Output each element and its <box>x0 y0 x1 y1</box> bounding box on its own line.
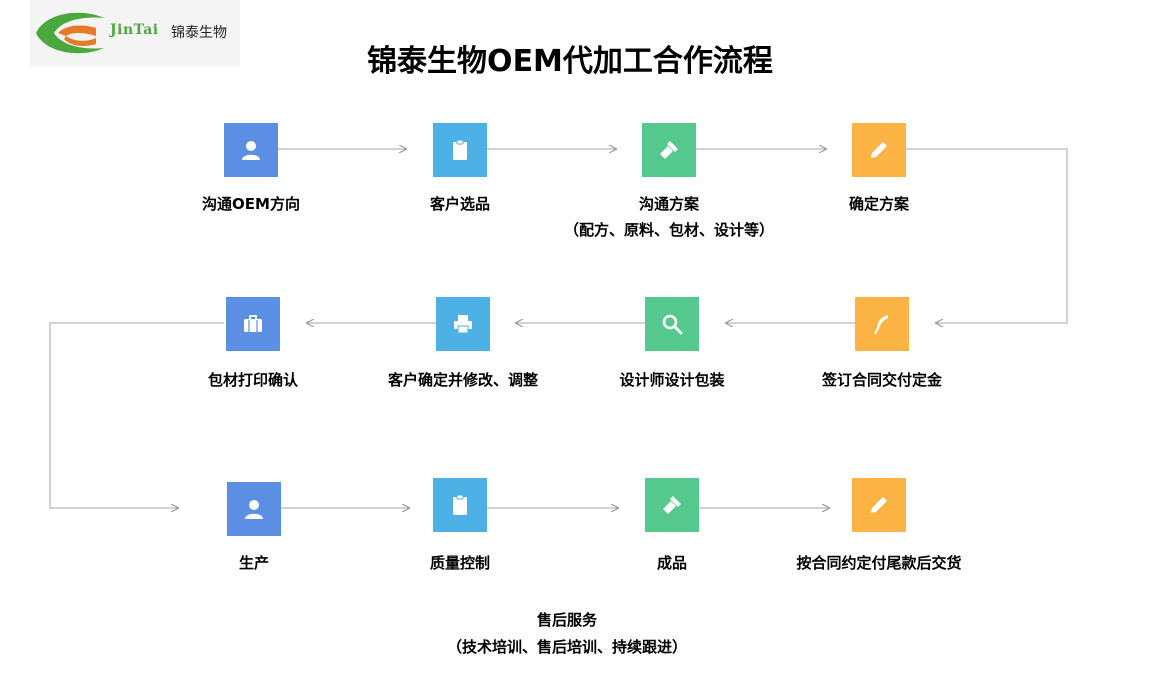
page-title: 锦泰生物OEM代加工合作流程 <box>367 44 773 79</box>
flashlight-icon <box>660 141 678 159</box>
step-plan-label: 沟通方案 （配方、原料、包材、设计等） <box>519 191 819 243</box>
pencil-icon <box>871 497 887 513</box>
step-packaging-print-label: 包材打印确认 <box>207 371 298 389</box>
step-quality-icon-box <box>433 478 487 532</box>
step-finished-icon-box <box>645 478 699 532</box>
step-production-label: 生产 <box>238 554 269 572</box>
step-select-product-label: 客户选品 <box>429 195 490 213</box>
flashlight-icon <box>663 496 681 514</box>
step-finished-label: 成品 <box>656 554 687 572</box>
step-sign-contract-icon-box <box>855 297 909 351</box>
step-confirm-plan-icon-box <box>852 123 906 177</box>
clipboard-icon <box>453 139 467 160</box>
arrow-turn-right <box>906 148 1068 323</box>
briefcase-icon <box>244 315 262 332</box>
step-packaging-print-icon-box <box>226 297 280 351</box>
printer-icon <box>454 315 472 334</box>
step-client-revise-label: 客户确定并修改、调整 <box>387 371 538 389</box>
logo-icon <box>36 12 104 54</box>
step-select-product-icon-box <box>433 123 487 177</box>
step-plan-subtitle: （配方、原料、包材、设计等） <box>563 221 774 239</box>
after-sales: 售后服务 （技术培训、售后培训、持续跟进） <box>367 607 767 661</box>
step-designer-icon-box <box>645 297 699 351</box>
step-designer-label: 设计师设计包装 <box>619 371 725 389</box>
step-quality-label: 质量控制 <box>429 554 490 572</box>
logo-text-en: JinTai <box>110 22 159 38</box>
step-delivery-label: 按合同约定付尾款后交货 <box>796 554 962 572</box>
search-icon <box>662 314 683 335</box>
step-production-icon-box <box>227 482 281 536</box>
arrow-turn-left <box>49 322 224 508</box>
step-plan-title: 沟通方案 <box>638 195 699 213</box>
logo: JinTai 锦泰生物 <box>30 0 240 66</box>
step-client-revise-icon-box <box>436 297 490 351</box>
step-sign-contract-label: 签订合同交付定金 <box>821 371 942 389</box>
step-delivery-icon-box <box>852 478 906 532</box>
logo-text-cn: 锦泰生物 <box>171 25 227 41</box>
step-communicate-oem-icon-box <box>224 123 278 177</box>
user-icon <box>245 500 263 519</box>
clipboard-icon <box>453 494 467 515</box>
pencil-icon <box>871 142 887 158</box>
after-sales-subtitle: （技术培训、售后培训、持续跟进） <box>446 638 687 656</box>
step-confirm-plan-label: 确定方案 <box>848 195 909 213</box>
step-plan-icon-box <box>642 123 696 177</box>
after-sales-title: 售后服务 <box>536 611 597 629</box>
step-communicate-oem-label: 沟通OEM方向 <box>202 195 300 213</box>
quill-icon <box>874 315 888 335</box>
user-icon <box>242 141 260 160</box>
